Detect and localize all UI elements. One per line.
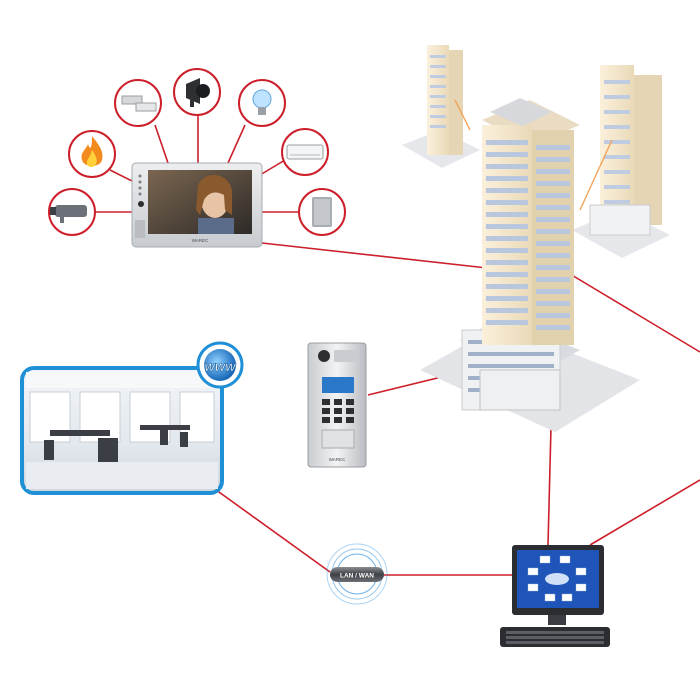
card-reader-icon	[312, 197, 332, 227]
peripheral-ac	[281, 128, 329, 176]
door-panel-brand-label: WAREC	[329, 457, 346, 462]
peripheral-reader	[298, 188, 346, 236]
monitor-led-indicators	[138, 174, 142, 196]
www-badge-label: WWW	[204, 362, 237, 374]
building-main-tower	[420, 98, 640, 432]
spoke-sensor	[154, 124, 169, 164]
air-conditioner-icon	[286, 144, 324, 160]
door-display	[322, 377, 354, 393]
www-globe-badge: WWW	[196, 341, 244, 389]
monitor-brand-label: WAREC	[192, 238, 209, 243]
email-envelope-icons	[527, 555, 587, 602]
peripheral-fire	[68, 130, 116, 178]
door-keypad	[322, 399, 354, 423]
peripheral-siren	[173, 68, 221, 116]
spoke-light	[227, 124, 246, 164]
remote-office	[20, 366, 224, 495]
link-office-lan	[211, 486, 331, 573]
building-back-left	[402, 45, 480, 168]
lan-wan-label: LAN / WAN	[340, 573, 374, 580]
indoor-video-monitor: WAREC	[131, 162, 263, 248]
tower-windows	[486, 140, 570, 330]
door-sensor-icon	[121, 95, 157, 112]
cctv-camera-icon	[50, 205, 87, 223]
monitor-camera-lens	[138, 201, 144, 207]
pc-workstation	[500, 545, 610, 647]
door-rfid-area	[321, 429, 355, 449]
monitor-speaker-grille	[135, 220, 145, 238]
building-back-right	[572, 65, 670, 258]
link-pc-right	[589, 479, 700, 546]
link-monitor-tower	[261, 242, 506, 271]
fire-icon	[81, 136, 103, 167]
peripheral-light	[238, 79, 286, 127]
lan-wan-node: LAN / WAN	[326, 543, 388, 605]
peripheral-camera	[48, 188, 96, 236]
office-desks	[44, 425, 190, 464]
peripheral-sensor	[114, 79, 162, 127]
outdoor-door-panel: WAREC	[307, 342, 367, 468]
door-camera-icon	[318, 350, 330, 362]
siren-icon	[186, 78, 210, 107]
light-bulb-icon	[252, 89, 272, 115]
link-tower-right	[554, 264, 700, 353]
